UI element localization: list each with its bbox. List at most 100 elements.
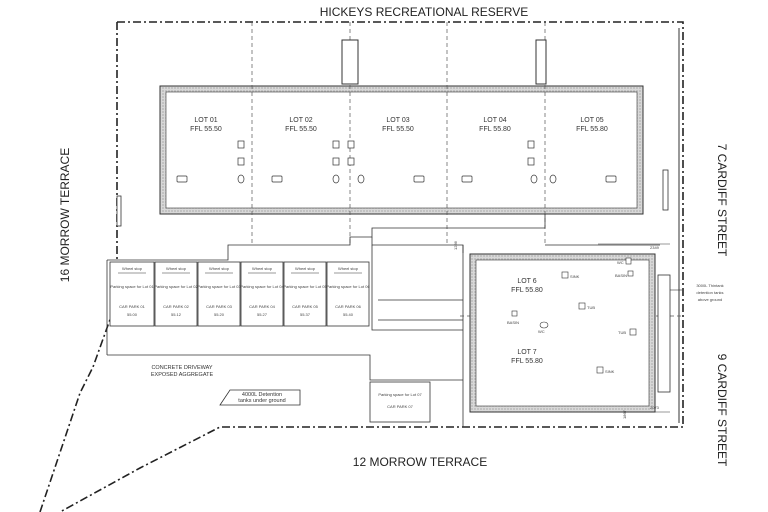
lot-03-name: LOT 03 xyxy=(386,117,409,124)
bay-5-stop: Wheel stop xyxy=(295,266,316,271)
lot-labels-top: LOT 01 FFL 55.50 LOT 02 FFL 55.50 LOT 03… xyxy=(190,117,608,133)
lot-05-name: LOT 05 xyxy=(580,117,603,124)
sink-icon xyxy=(596,366,604,374)
parking-bay-6 xyxy=(326,261,370,327)
thintank-label-2: detention tanks xyxy=(696,290,723,295)
wc-icon xyxy=(332,174,340,184)
bay-5-desc: Parking space for Lot 05 xyxy=(283,284,327,289)
basin-icon xyxy=(347,140,355,149)
basin-icon xyxy=(511,310,518,317)
lot-6-ffl: FFL 55.80 xyxy=(511,287,543,294)
fixture-tub-1: TUB xyxy=(587,305,595,310)
parking-bay-2 xyxy=(154,261,198,327)
bay-2-stop: Wheel stop xyxy=(166,266,187,271)
dim-2073: 2073 xyxy=(650,405,660,410)
fixtures-lower xyxy=(511,257,637,374)
tub-icon xyxy=(578,302,586,310)
side-fence-west xyxy=(116,195,122,227)
fixture-wc-2: WC xyxy=(538,329,545,334)
street-east-lower: 9 CARDIFF STREET xyxy=(715,354,729,467)
bay-3-stop: Wheel stop xyxy=(209,266,230,271)
parking-bay-7 xyxy=(369,381,431,423)
basin-icon xyxy=(332,157,340,166)
wc-icon xyxy=(625,257,632,265)
detention-tank-4000l xyxy=(219,389,301,406)
street-east-upper: 7 CARDIFF STREET xyxy=(715,144,729,257)
lot-02-name: LOT 02 xyxy=(289,117,312,124)
thintank-label-1: 3000L Thintank xyxy=(696,283,723,288)
lot-02-ffl: FFL 55.50 xyxy=(285,126,317,133)
tub-icon xyxy=(176,175,188,183)
bay-3-bay: CAR PARK 03 xyxy=(206,304,232,309)
wc-icon xyxy=(549,174,557,184)
basin-icon xyxy=(527,140,535,149)
wc-icon xyxy=(357,174,365,184)
parking-bay-4 xyxy=(240,261,284,327)
bay-3-desc: Parking space for Lot 03 xyxy=(197,284,241,289)
lot-04-name: LOT 04 xyxy=(483,117,506,124)
bay-5-bay: CAR PARK 05 xyxy=(292,304,318,309)
bay-6-bay: CAR PARK 06 xyxy=(335,304,361,309)
tub-icon xyxy=(413,175,425,183)
fixture-labels: SINK WC BASIN TUB BASIN WC TUB SINK xyxy=(507,260,627,374)
lot-7-name: LOT 7 xyxy=(517,349,536,356)
lot-7-ffl: FFL 55.80 xyxy=(511,358,543,365)
fixture-wc-1: WC xyxy=(617,260,624,265)
wc-icon xyxy=(237,174,245,184)
bay-4-desc: Parking space for Lot 04 xyxy=(240,284,284,289)
lot-05-ffl: FFL 55.80 xyxy=(576,126,608,133)
lot-6-name: LOT 6 xyxy=(517,278,536,285)
sink-icon xyxy=(561,271,569,279)
tub-icon xyxy=(629,328,637,336)
fixture-sink-2: SINK xyxy=(605,369,615,374)
basin-icon xyxy=(332,140,340,149)
path-lines xyxy=(106,214,660,427)
basin-icon xyxy=(347,157,355,166)
detention-label-2: tanks under ground xyxy=(238,398,285,404)
bay-7-bay: CAR PARK 07 xyxy=(387,404,413,409)
thintank-label-3: above ground xyxy=(698,297,722,302)
detention-label-1: 4000L Detention xyxy=(242,392,282,398)
tub-icon xyxy=(461,175,473,183)
side-fence-east xyxy=(662,169,669,211)
tub-icon xyxy=(271,175,283,183)
site-boundary xyxy=(59,21,684,512)
bay-4-lvl: 55.27 xyxy=(257,312,268,317)
tub-icon xyxy=(605,175,617,183)
lot-01-name: LOT 01 xyxy=(194,117,217,124)
bay-5-lvl: 55.37 xyxy=(300,312,311,317)
bay-4-bay: CAR PARK 04 xyxy=(249,304,275,309)
bay-3-lvl: 55.20 xyxy=(214,312,225,317)
bin-enclosure-2 xyxy=(535,39,547,85)
lot-04-ffl: FFL 55.80 xyxy=(479,126,511,133)
bay-1-stop: Wheel stop xyxy=(122,266,143,271)
street-north: HICKEYS RECREATIONAL RESERVE xyxy=(320,5,529,19)
lot-01-ffl: FFL 55.50 xyxy=(190,126,222,133)
basin-icon xyxy=(627,270,634,277)
fixture-tub-2: TUB xyxy=(618,330,626,335)
fixtures-top xyxy=(176,140,617,184)
wc-icon xyxy=(539,321,549,329)
lot-03-ffl: FFL 55.50 xyxy=(382,126,414,133)
street-west: 16 MORROW TERRACE xyxy=(58,148,72,282)
parking-bay-5 xyxy=(283,261,327,327)
bay-6-stop: Wheel stop xyxy=(338,266,359,271)
fixture-basin-2: BASIN xyxy=(507,320,519,325)
dim-2349: 2349 xyxy=(650,245,660,250)
dimensions: 2349 2073 1867 1236 xyxy=(453,240,660,419)
parking-bay-1 xyxy=(109,261,155,327)
building-interior-lower xyxy=(475,259,650,407)
driveway-label-1: CONCRETE DRIVEWAY xyxy=(151,365,212,371)
bay-2-desc: Parking space for Lot 02 xyxy=(154,284,198,289)
wc-icon xyxy=(530,174,538,184)
thintank xyxy=(657,274,671,393)
street-south: 12 MORROW TERRACE xyxy=(353,455,487,469)
fixture-sink-1: SINK xyxy=(570,274,580,279)
dim-1867: 1867 xyxy=(622,409,627,419)
site-boundary-west xyxy=(39,22,118,512)
bay-7-desc: Parking space for Lot 07 xyxy=(378,392,422,397)
parking-text: Wheel stop Parking space for Lot 01 CAR … xyxy=(110,266,370,317)
bay-1-bay: CAR PARK 01 xyxy=(119,304,145,309)
bay-6-desc: Parking space for Lot 06 xyxy=(326,284,370,289)
